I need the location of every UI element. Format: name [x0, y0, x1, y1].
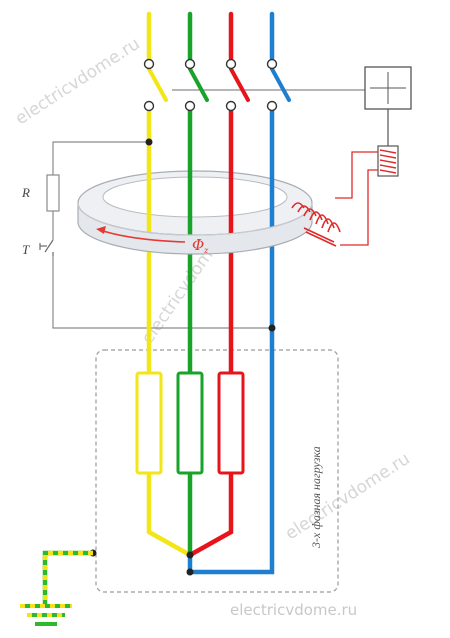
watermark-top: electricvdome.ru	[12, 34, 144, 129]
load-elements	[135, 371, 245, 475]
trip-coil	[377, 145, 399, 177]
load-element-red	[217, 371, 245, 475]
toroid-front	[77, 202, 313, 255]
watermark-group: electricvdome.ru electricvdome.ru electr…	[12, 34, 414, 544]
toroid-winding	[291, 202, 341, 247]
load-element-yellow	[135, 371, 163, 475]
watermark-lower: electricvdome.ru	[282, 449, 414, 544]
flux-symbol: Φ	[192, 236, 204, 254]
load-element-green	[176, 371, 204, 475]
resistor-label: R	[21, 185, 30, 200]
test-button-symbol	[39, 239, 54, 256]
flux-subscript: z	[203, 246, 209, 255]
release-mechanism	[364, 66, 412, 146]
switch-contacts	[143, 58, 278, 112]
load-enclosure	[95, 349, 339, 593]
test-button-label: T	[22, 242, 30, 257]
test-circuit	[46, 89, 365, 329]
secondary-winding-wires	[335, 151, 378, 246]
flux-indicator: Φ z	[96, 226, 209, 255]
watermark-bottom: electricvdome.ru	[230, 601, 357, 619]
resistor	[46, 174, 60, 212]
load-label: 3-х фазная нагрузка	[309, 446, 323, 549]
ground-connection	[20, 550, 93, 626]
